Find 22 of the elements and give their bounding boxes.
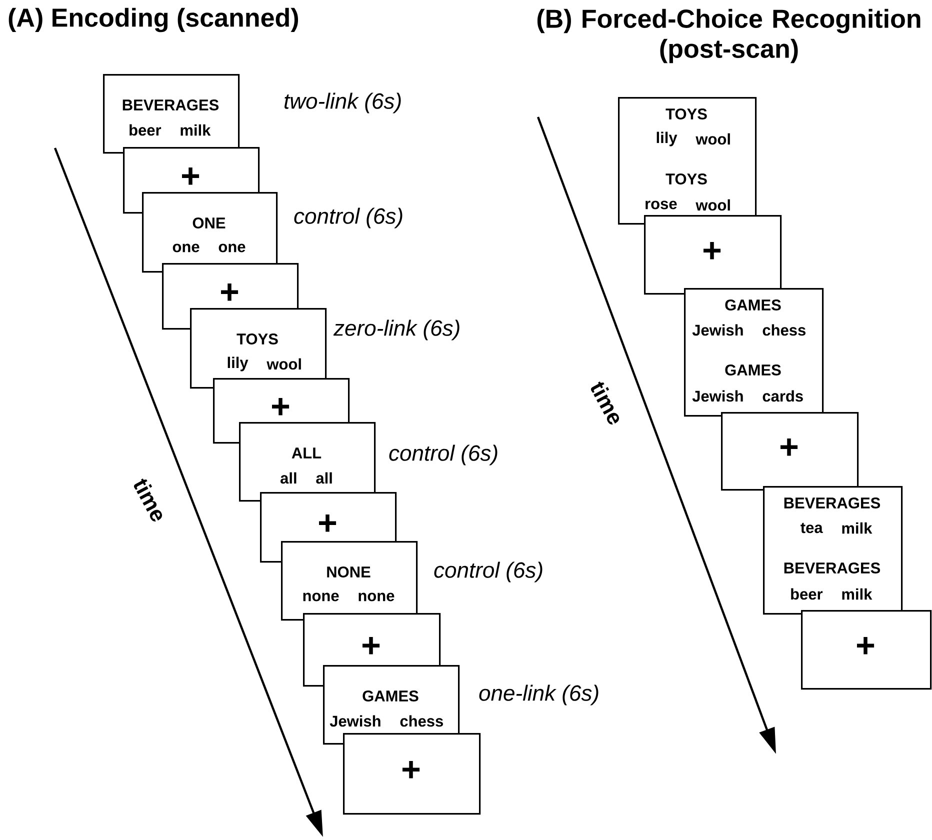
word-card: NONE none none [281, 540, 418, 621]
axis-label: time [134, 478, 162, 522]
fixation-card: + [343, 732, 481, 815]
word-pair-card: BEVERAGES tea milk BEVERAGES beer milk [763, 486, 903, 615]
fixation-card: + [801, 610, 932, 690]
panel-heading: (B) Forced-Choice Recognition (post-scan) [537, 8, 920, 64]
word-card: TOYS lily wool [190, 308, 327, 389]
word-card: BEVERAGES beer milk [103, 74, 240, 154]
condition-label: control (6s) [389, 444, 498, 466]
word-pair-card: TOYS lily wool TOYS rose wool [618, 96, 757, 225]
fixation-card: + [644, 214, 782, 295]
fixation-card: + [721, 412, 859, 491]
word-card: ONE one one [142, 192, 278, 273]
word-card: ALL all all [239, 422, 376, 502]
panel-heading: (A) Encoding (scanned) [8, 8, 298, 32]
condition-label: control (6s) [434, 562, 542, 582]
condition-label: one-link (6s) [479, 684, 598, 706]
condition-label: control (6s) [294, 208, 402, 228]
condition-label: zero-link (6s) [333, 320, 460, 340]
word-pair-card: GAMES Jewish chess GAMES Jewish cards [684, 288, 824, 417]
axis-label: time [590, 381, 620, 424]
condition-label: two-link (6s) [284, 92, 401, 114]
